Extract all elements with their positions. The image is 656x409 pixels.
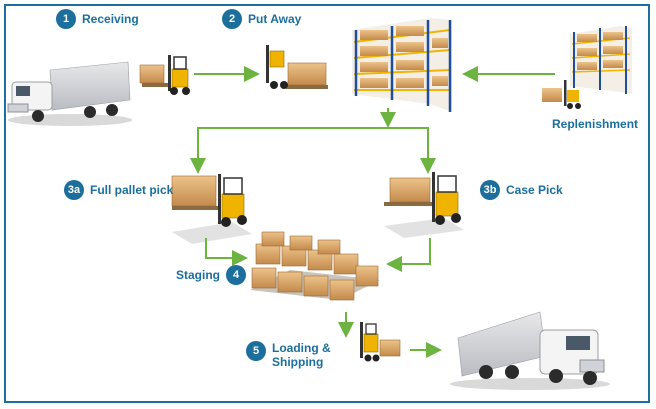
truck-icon — [450, 311, 610, 390]
pallet-boxes-icon — [250, 231, 380, 301]
step-put-away: 2 Put Away — [222, 9, 301, 29]
step-loading-shipping: 5 Loading & Shipping — [246, 341, 331, 369]
flow-arrow — [197, 108, 429, 168]
step-number-badge: 5 — [246, 341, 266, 361]
forklift-icon — [171, 174, 252, 244]
forklift-icon — [360, 322, 401, 362]
warehouse-rack-icon — [352, 18, 452, 112]
step-staging: Staging 4 — [176, 265, 246, 285]
flow-arrow — [205, 238, 248, 266]
forklift-icon — [139, 55, 190, 95]
flow-arrow — [386, 238, 431, 272]
step-number-badge: 2 — [222, 9, 242, 29]
truck-icon — [7, 61, 132, 126]
warehouse-rack-icon — [542, 26, 632, 109]
step-number-badge: 3a — [64, 180, 84, 200]
replenishment-label: Replenishment — [552, 117, 639, 131]
forklift-icon — [542, 80, 581, 109]
step-number-badge: 4 — [226, 265, 246, 285]
step-label: Shipping — [272, 355, 324, 369]
step-label: Full pallet pick — [90, 183, 174, 197]
step-number-badge: 1 — [56, 9, 76, 29]
step-label: Loading & — [272, 341, 331, 355]
step-number-badge: 3b — [480, 180, 500, 200]
step-receiving: 1 Receiving — [56, 9, 139, 29]
forklift-icon — [266, 45, 328, 89]
step-full-pallet-pick: 3a Full pallet pick — [64, 180, 173, 200]
step-label: Put Away — [248, 12, 302, 26]
step-label: Receiving — [82, 12, 139, 26]
step-label: Case Pick — [506, 183, 563, 197]
forklift-icon — [384, 172, 464, 238]
step-case-pick: 3b Case Pick — [480, 180, 563, 200]
step-label: Staging — [176, 268, 220, 282]
